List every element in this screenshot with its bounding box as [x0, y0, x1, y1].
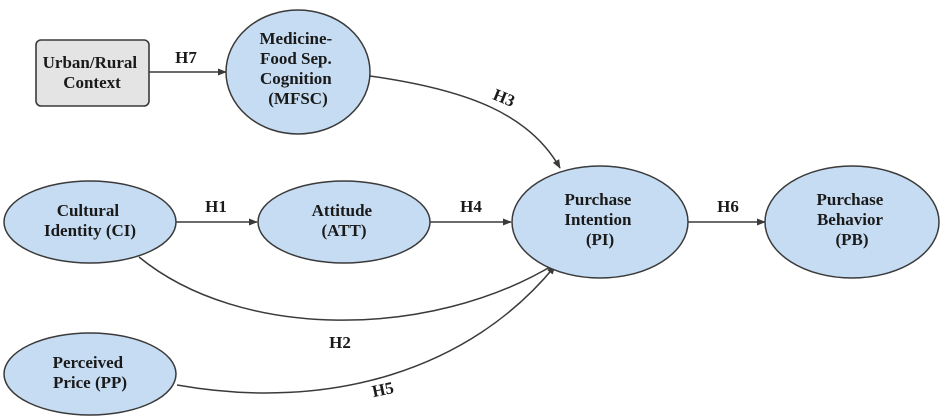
edge-label-h2: H2: [329, 333, 351, 352]
node-label: Urban/Rural Context: [43, 53, 142, 92]
node-label: Cultural Identity (CI): [44, 201, 136, 240]
node-label: Purchase Intention (PI): [564, 190, 635, 249]
edge-label-h6: H6: [717, 197, 739, 216]
edge-label-h7: H7: [175, 48, 197, 67]
ci-ellipse: [3, 180, 177, 264]
context-box: [35, 39, 150, 107]
pi-ellipse: [511, 165, 689, 279]
edge-labels: H7 H3 H1 H4 H6 H2 H5: [175, 48, 739, 401]
node-label: Medicine- Food Sep. Cognition (MFSC): [260, 29, 337, 108]
node-ci: Cultural Identity (CI): [3, 180, 177, 264]
pb-ellipse: [764, 165, 940, 279]
node-label: Perceived Price (PP): [53, 353, 128, 392]
att-ellipse: [257, 180, 431, 264]
node-pi: Purchase Intention (PI): [511, 165, 689, 279]
edge-h5: [176, 265, 556, 394]
mfsc-ellipse: [225, 9, 371, 135]
node-mfsc: Medicine- Food Sep. Cognition (MFSC): [225, 9, 371, 135]
node-pp: Perceived Price (PP): [3, 332, 177, 416]
node-label: Attitude (ATT): [312, 201, 377, 240]
node-urban-rural-context: Urban/Rural Context: [35, 39, 150, 107]
edge-h2: [138, 256, 556, 321]
pp-ellipse: [3, 332, 177, 416]
edge-label-h4: H4: [460, 197, 482, 216]
edge-h3: [369, 75, 561, 169]
node-label: Purchase Behavior (PB): [817, 190, 888, 249]
node-pb: Purchase Behavior (PB): [764, 165, 940, 279]
node-att: Attitude (ATT): [257, 180, 431, 264]
edge-label-h3: H3: [490, 85, 517, 111]
edge-label-h1: H1: [205, 197, 227, 216]
edge-label-h5: H5: [370, 378, 395, 401]
edges: [138, 68, 766, 394]
